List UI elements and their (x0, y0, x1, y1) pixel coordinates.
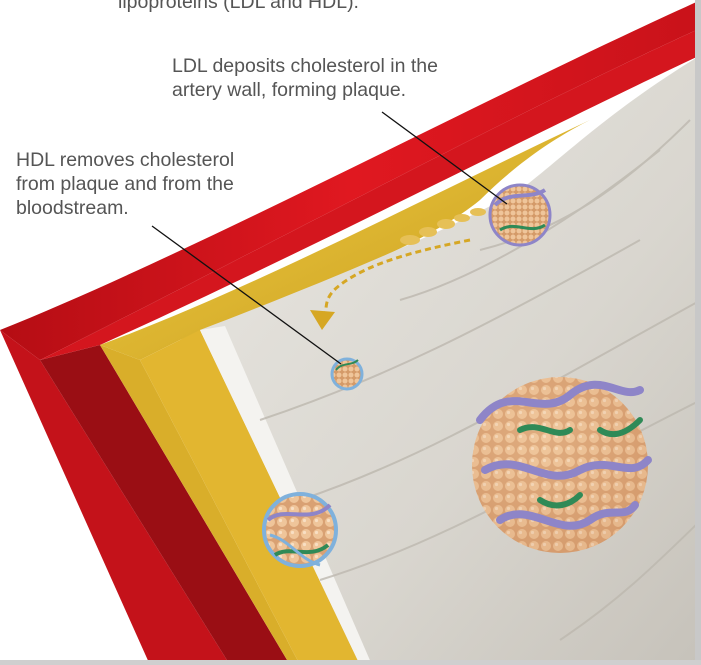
top-caption: lipoproteins (LDL and HDL). (118, 0, 359, 14)
ldl-particle-large (472, 377, 648, 553)
hdl-caption: HDL removes cholesterol from plaque and … (16, 148, 234, 220)
ldl-particle-small (490, 185, 550, 245)
hdl-particle-small (332, 359, 362, 389)
bottom-edge-bar (0, 660, 701, 665)
ldl-caption: LDL deposits cholesterol in the artery w… (172, 54, 438, 102)
right-edge-bar (695, 0, 701, 665)
hdl-particle-large (264, 494, 336, 566)
